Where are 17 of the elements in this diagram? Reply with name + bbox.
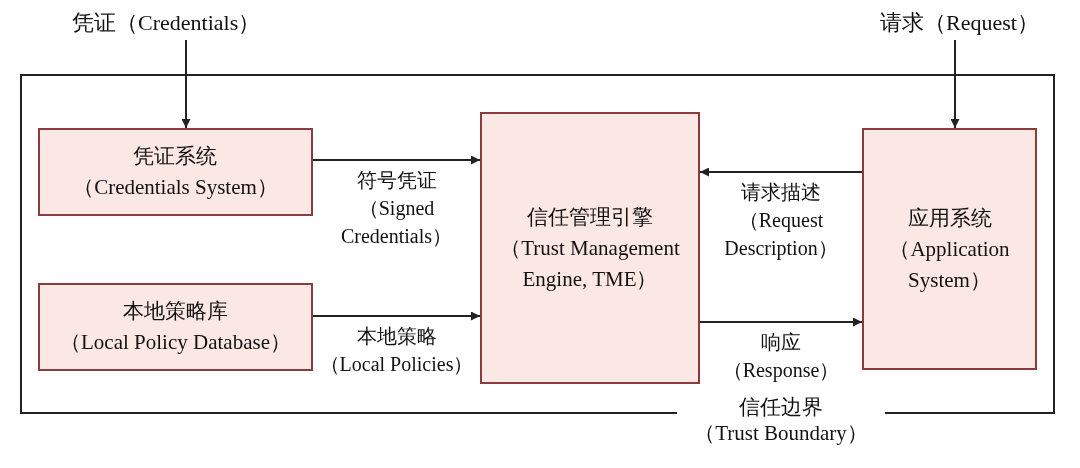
arrow xyxy=(699,317,863,327)
process-box xyxy=(862,128,1037,370)
arrow xyxy=(312,155,481,165)
box-label: 凭证系统（Credentials System） xyxy=(73,143,278,201)
process-box xyxy=(38,128,313,216)
box-label: 信任管理引擎（Trust Management Engine, TME） xyxy=(499,203,681,293)
box-label: 应用系统（Application System） xyxy=(888,204,1011,294)
box-label: 本地策略库（Local Policy Database） xyxy=(60,298,291,356)
boundary-label: 信任边界（Trust Boundary） xyxy=(677,394,885,446)
arrow xyxy=(181,39,191,129)
process-box xyxy=(38,283,313,371)
input-label: 请求（Request） xyxy=(880,8,1030,40)
arrow xyxy=(312,311,481,321)
process-box xyxy=(480,112,700,384)
arrow xyxy=(950,39,960,129)
arrow xyxy=(699,167,863,177)
input-label: 凭证（Credentials） xyxy=(72,8,300,40)
